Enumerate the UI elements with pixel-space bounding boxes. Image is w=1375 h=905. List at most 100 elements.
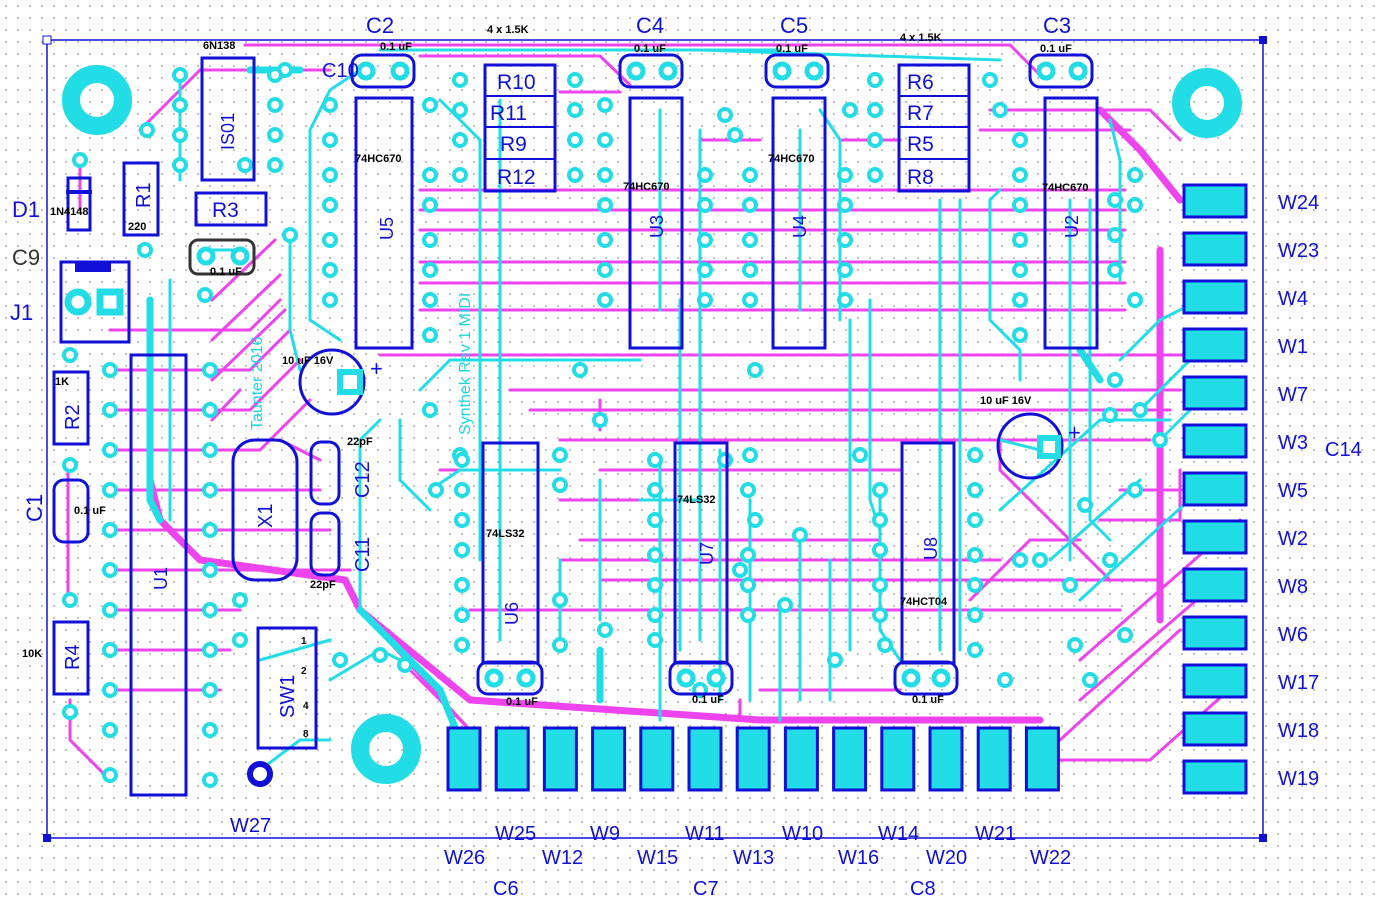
chip-u7-part: 74LS32 <box>677 494 716 506</box>
top-copper-power <box>146 66 1104 744</box>
chip-pads <box>102 67 1143 788</box>
r2-resistor: R2 <box>52 370 90 446</box>
bottom-pad-label-w25: W25 <box>495 823 536 845</box>
r2-ref: R2 <box>62 404 84 430</box>
chip-u8-ref: U8 <box>921 537 941 560</box>
c9-capacitor <box>188 238 256 276</box>
right-pad-w8 <box>1182 567 1248 603</box>
right-pad-w24 <box>1182 183 1248 219</box>
bottom-pad-label-w9: W9 <box>590 823 620 845</box>
w27-label: W27 <box>230 815 271 837</box>
res-pack-a-label: 4 x 1.5K <box>487 24 529 36</box>
sw1-pin-1: 1 <box>301 636 307 647</box>
c7-value: 0.1 uF <box>692 694 724 706</box>
r3-resistor: R3 <box>194 191 268 227</box>
resistor-r11: R11 <box>490 102 527 125</box>
chip-u5-ref: U5 <box>377 217 397 240</box>
sw1-pin-2: 2 <box>301 666 307 677</box>
bottom-pad-label-w21: W21 <box>975 823 1016 845</box>
c10-value: 10 uF 16V <box>282 355 334 367</box>
right-pad-w23 <box>1182 231 1248 267</box>
resistor-r12: R12 <box>497 166 536 189</box>
c1-value: 0.1 uF <box>74 505 106 517</box>
sw1-pin-4: 4 <box>303 701 309 712</box>
mounting-holes <box>62 65 1242 784</box>
bottom-pad-6 <box>687 726 723 792</box>
right-pad-label-w6: W6 <box>1278 624 1308 646</box>
c1-ref: C1 <box>22 494 47 522</box>
bottom-pad-8 <box>783 726 819 792</box>
corner-marker-tr <box>1259 36 1267 44</box>
right-pad-label-w4: W4 <box>1278 288 1308 310</box>
right-pad-w4 <box>1182 279 1248 315</box>
chip-u8-part: 74HCT04 <box>900 596 948 608</box>
chip-u3: 74HC670 U3 <box>623 96 684 350</box>
corner-marker-tl <box>42 35 52 45</box>
right-pad-w19 <box>1182 759 1248 795</box>
c14-value: 10 uF 16V <box>980 395 1032 407</box>
board-outline <box>46 39 1264 839</box>
chip-u2-part: 74HC670 <box>1042 182 1088 194</box>
right-pad-label-w23: W23 <box>1278 240 1319 262</box>
chip-u2: 74HC670 U2 <box>1042 96 1099 350</box>
rev-text: Synthek Rev 1 MIDI <box>457 293 474 435</box>
sw1-pin-8: 8 <box>303 729 309 740</box>
bottom-pad-7 <box>735 726 771 792</box>
r4-value: 10K <box>22 648 42 660</box>
right-pad-label-w17: W17 <box>1278 672 1319 694</box>
right-pad-label-w19: W19 <box>1278 768 1319 790</box>
right-pad-label-w5: W5 <box>1278 480 1308 502</box>
c6-ref: C6 <box>493 878 519 900</box>
chip-u1: U1 <box>129 353 188 797</box>
j1-ref: J1 <box>10 300 33 325</box>
bottom-pad-2 <box>494 726 530 792</box>
chip-u3-ref: U3 <box>647 215 667 238</box>
right-pad-label-w24: W24 <box>1278 192 1319 214</box>
bottom-pad-label-w26: W26 <box>444 847 485 869</box>
right-pad-label-w2: W2 <box>1278 528 1308 550</box>
c14-ref: C14 <box>1325 439 1362 461</box>
bottom-pad-label-w10: W10 <box>782 823 823 845</box>
right-pad-w17 <box>1182 663 1248 699</box>
chip-u2-ref: U2 <box>1062 215 1082 238</box>
j1-connector <box>59 260 131 344</box>
bottom-pad-5 <box>639 726 675 792</box>
bottom-pad-12 <box>976 726 1012 792</box>
c14-electrolytic: + <box>996 412 1081 480</box>
chip-u4-part: 74HC670 <box>768 153 814 165</box>
c2-label: C2 <box>366 13 394 38</box>
chip-u6-ref: U6 <box>502 602 522 625</box>
right-pad-w1 <box>1182 327 1248 363</box>
chip-u3-part: 74HC670 <box>623 181 669 193</box>
c5-label: C5 <box>780 13 808 38</box>
resistor-r8: R8 <box>907 166 934 189</box>
opto-part-label: 6N138 <box>203 40 235 52</box>
r1-value: 220 <box>128 221 146 233</box>
right-pad-label-w7: W7 <box>1278 384 1308 406</box>
resistor-r7: R7 <box>907 102 934 125</box>
c8-ref: C8 <box>910 878 936 900</box>
right-pad-label-w1: W1 <box>1278 336 1308 358</box>
bottom-pad-label-w13: W13 <box>733 847 774 869</box>
x1-crystal: X1 <box>231 438 299 582</box>
sw1-dip-switch: SW1 1 2 4 8 <box>256 626 318 750</box>
d1-ref: D1 <box>12 197 40 222</box>
right-pad-w18 <box>1182 711 1248 747</box>
chip-u4: 74HC670 U4 <box>768 96 827 350</box>
d1-diode <box>66 176 92 232</box>
right-pad-w7 <box>1182 375 1248 411</box>
c12-ref: C12 <box>352 461 374 498</box>
c14-plus-icon: + <box>1068 420 1081 445</box>
r4-resistor: R4 <box>52 620 90 696</box>
c6-value: 0.1 uF <box>506 696 538 708</box>
c11-capacitor <box>309 511 341 577</box>
chip-u5-part: 74HC670 <box>355 153 401 165</box>
right-pad-w6 <box>1182 615 1248 651</box>
bottom-pad-4 <box>591 726 627 792</box>
right-pad-w5 <box>1182 471 1248 507</box>
c1-capacitor <box>52 478 90 544</box>
res-pack-b-label: 4 x 1.5K <box>900 32 942 44</box>
resistor-pack-right: R6 R7 R5 R8 <box>897 63 971 193</box>
bottom-pad-11 <box>928 726 964 792</box>
